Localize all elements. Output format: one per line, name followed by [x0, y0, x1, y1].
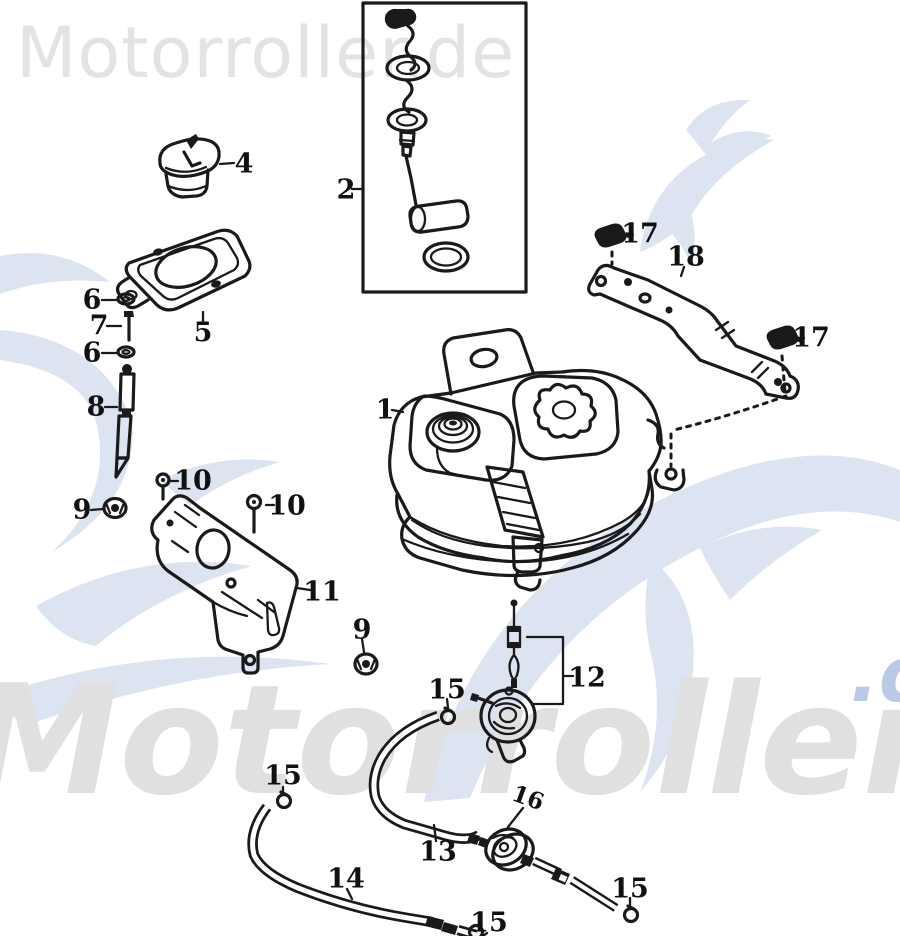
part-callout-15: 15	[428, 674, 466, 706]
part-callout-1: 1	[375, 394, 395, 426]
part-callout-16: 16	[508, 779, 548, 817]
part-fuel-hose-upper	[368, 711, 482, 844]
part-callout-6: 6	[82, 284, 102, 316]
part-callout-10: 10	[174, 465, 212, 497]
part-callout-5: 5	[193, 317, 213, 349]
part-callout-17: 17	[792, 322, 830, 354]
part-callout-17: 17	[621, 218, 659, 250]
part-callout-12: 12	[568, 662, 606, 694]
part-hose-clamp-bottom	[467, 923, 485, 936]
part-nut-center	[353, 652, 379, 676]
part-callout-15: 15	[611, 873, 649, 905]
part-callout-9: 9	[72, 494, 92, 526]
part-flange-bolt-right	[245, 493, 263, 534]
part-fuel-sender-box	[361, 1, 528, 294]
part-o-ring-upper	[116, 292, 136, 306]
part-breather-tube	[114, 364, 136, 479]
part-tank-rear-bracket	[587, 263, 800, 400]
logo-bird-top-right	[640, 99, 774, 266]
part-fuel-tank	[388, 328, 686, 592]
part-callout-13: 13	[419, 836, 457, 868]
part-fuel-filler-cap	[158, 134, 221, 199]
part-hose-clamp-petcock	[439, 706, 457, 726]
part-fuel-valve-petcock	[470, 599, 575, 764]
part-tank-front-bracket	[150, 494, 299, 675]
callout-leader-lines	[89, 161, 806, 936]
watermark-de-suffix: .de	[850, 630, 900, 719]
part-flange-bolt-left	[155, 472, 171, 501]
part-filler-neck-plate	[115, 228, 252, 312]
part-fuel-level-sender	[384, 8, 470, 273]
part-callout-6: 6	[82, 337, 102, 369]
part-fuel-hose-lower	[247, 803, 478, 936]
watermark-bottom-text: Motorroller	[0, 652, 900, 829]
part-nut-left	[102, 496, 128, 520]
part-callout-4: 4	[234, 148, 254, 180]
part-callout-9: 9	[352, 614, 372, 646]
part-callout-15: 15	[470, 907, 508, 936]
part-fuel-filter	[467, 827, 619, 912]
part-callout-10: 10	[268, 490, 306, 522]
bracket-alignment-dashes	[664, 394, 788, 481]
part-callout-7: 7	[89, 310, 109, 342]
part-callout-18: 18	[667, 241, 705, 273]
part-flange-bolt-17-left	[594, 223, 634, 266]
part-o-ring-lower	[116, 345, 136, 359]
watermark-top-text: Motorroller.de	[16, 12, 516, 94]
part-callout-8: 8	[86, 391, 106, 423]
part-callout-11: 11	[303, 576, 341, 608]
part-callout-14: 14	[327, 863, 365, 895]
part-callout-2: 2	[336, 174, 356, 206]
logo-arc-bottom-left	[0, 656, 330, 724]
part-bolt-7	[124, 311, 134, 342]
part-callout-15: 15	[264, 760, 302, 792]
logo-bird-mid-left	[0, 253, 280, 646]
